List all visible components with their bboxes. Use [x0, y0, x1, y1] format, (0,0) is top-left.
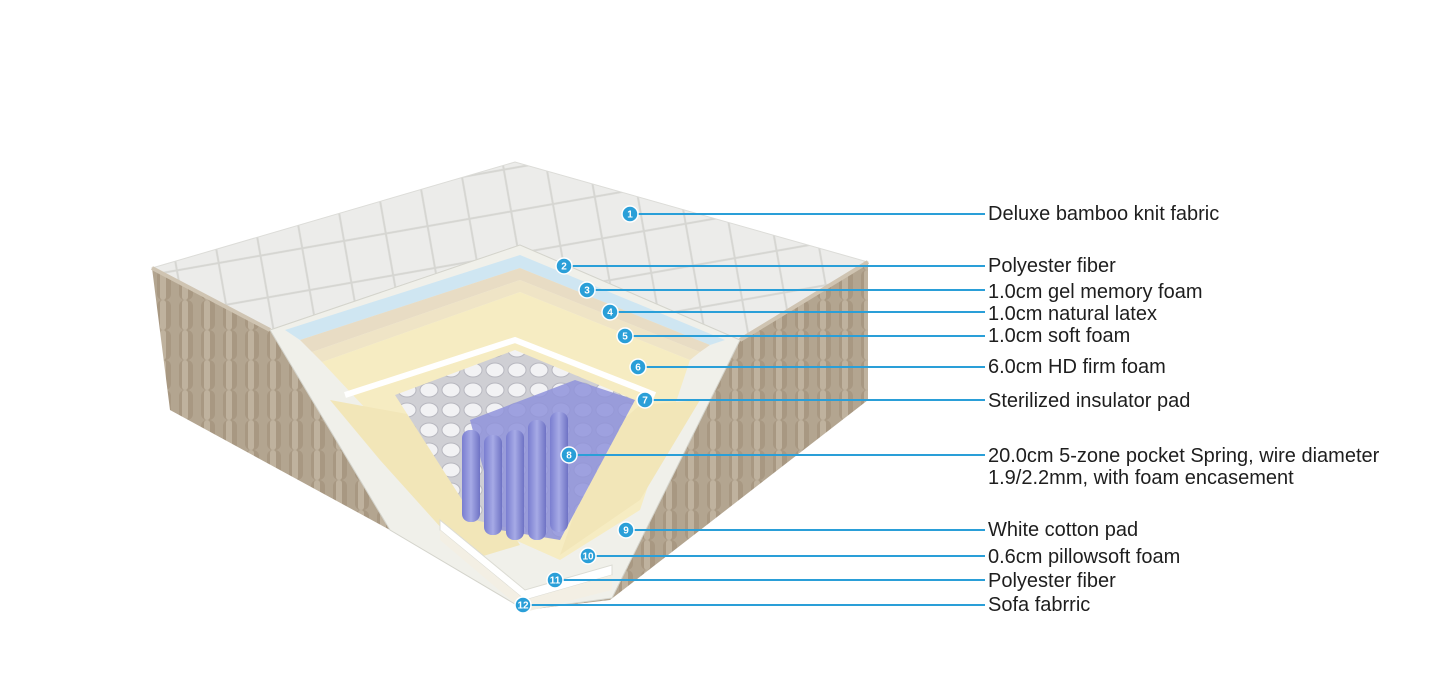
layer-marker-number-2: 2	[561, 262, 567, 273]
soft-foam-layer	[312, 280, 700, 362]
layer-label-7: Sterilized insulator pad	[988, 390, 1191, 412]
layer-marker-2	[555, 257, 573, 275]
bottom-foam-fabric	[440, 530, 612, 612]
spring-columns	[462, 412, 568, 540]
layer-label-2: Polyester fiber	[988, 255, 1116, 277]
latex-layer	[300, 268, 710, 352]
layer-marker-7	[636, 391, 654, 409]
layer-marker-11	[546, 571, 564, 589]
layer-label-12: Sofa fabrric	[988, 594, 1091, 616]
layer-marker-number-8: 8	[566, 451, 572, 462]
layer-marker-4	[601, 303, 619, 321]
layer-marker-5	[616, 327, 634, 345]
layer-label-1: Deluxe bamboo knit fabric	[988, 203, 1220, 225]
layer-marker-9	[617, 521, 635, 539]
layer-marker-number-5: 5	[622, 332, 628, 343]
layer-marker-6	[629, 358, 647, 376]
layer-marker-1	[621, 205, 639, 223]
layer-label-5: 1.0cm soft foam	[988, 325, 1131, 347]
layer-marker-number-4: 4	[607, 308, 613, 319]
layer-marker-number-10: 10	[582, 552, 594, 563]
layer-label-6: 6.0cm HD firm foam	[988, 356, 1166, 378]
layer-marker-3	[578, 281, 596, 299]
layer-marker-number-7: 7	[642, 396, 648, 407]
layer-label-11: Polyester fiber	[988, 570, 1116, 592]
layer-marker-number-6: 6	[635, 363, 641, 374]
layer-label-10: 0.6cm pillowsoft foam	[988, 546, 1181, 568]
layer-marker-10	[579, 547, 597, 565]
layer-label-8-line1: 20.0cm 5-zone pocket Spring, wire diamet…	[988, 445, 1380, 467]
layer-marker-number-12: 12	[517, 601, 529, 612]
layer-label-3: 1.0cm gel memory foam	[988, 281, 1203, 303]
layer-label-8: 20.0cm 5-zone pocket Spring, wire diamet…	[988, 445, 1379, 489]
layer-marker-12	[514, 596, 532, 614]
layer-label-4: 1.0cm natural latex	[988, 303, 1157, 325]
layer-marker-number-1: 1	[627, 210, 633, 221]
foam-encasement-right	[560, 400, 700, 555]
layer-marker-8	[560, 446, 578, 464]
layer-label-8-line2: 1.9/2.2mm, with foam encasement	[988, 467, 1294, 489]
layer-marker-number-3: 3	[584, 286, 590, 297]
layer-marker-number-9: 9	[623, 526, 629, 537]
layer-label-9: White cotton pad	[988, 519, 1139, 541]
layer-marker-number-11: 11	[550, 576, 561, 587]
insulator-pad	[344, 336, 657, 398]
